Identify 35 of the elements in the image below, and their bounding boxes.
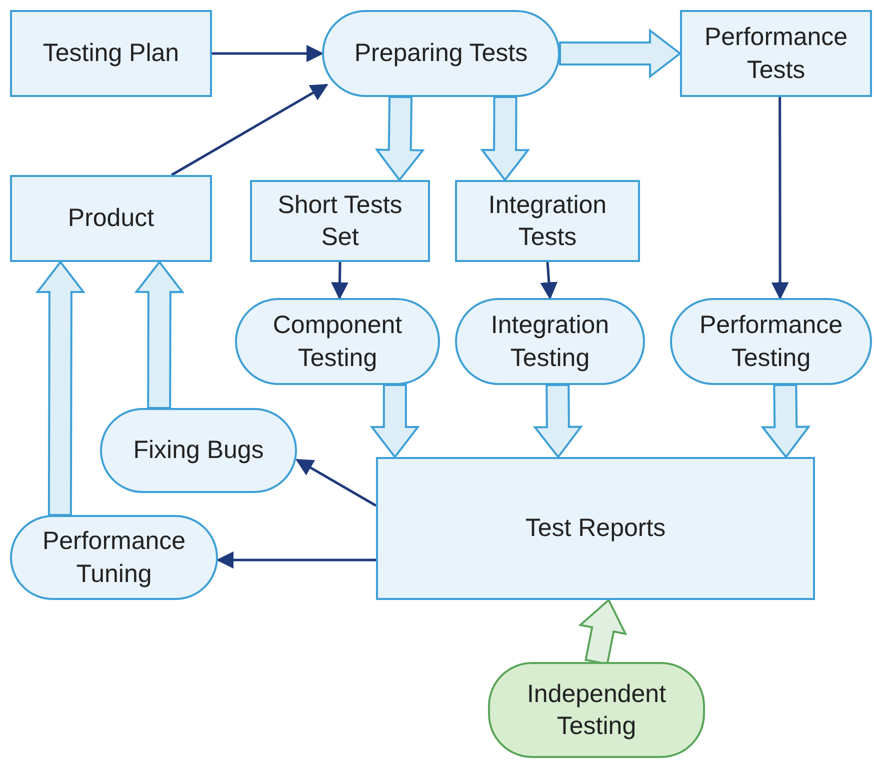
arrow	[212, 44, 324, 62]
node-label: Testing Plan	[42, 38, 180, 70]
process-box	[10, 175, 212, 262]
node-label: Integration Tests	[487, 190, 608, 253]
process-box	[250, 180, 430, 262]
block-arrow	[760, 384, 811, 459]
block-arrow	[134, 260, 184, 410]
node-label: Independent Testing	[526, 678, 668, 742]
block-arrow	[480, 96, 530, 182]
block-arrow	[532, 384, 583, 459]
node-label: Component Testing	[272, 310, 404, 374]
process-box	[680, 10, 872, 97]
process-box	[10, 10, 212, 97]
arrow	[170, 84, 328, 176]
node-label: Product	[68, 203, 154, 234]
node-label: Integration Testing	[490, 310, 610, 374]
arrow	[331, 262, 348, 300]
node-label: Preparing Tests	[354, 38, 528, 70]
arrow	[295, 458, 377, 507]
arrow	[771, 97, 789, 300]
arrow	[540, 262, 558, 300]
process-pill	[322, 10, 560, 97]
arrow	[216, 551, 376, 569]
node-label: Test Reports	[525, 513, 666, 544]
node-label: Performance Testing	[698, 310, 844, 374]
node-label: Performance Tests	[703, 22, 849, 86]
node-label: Performance Tuning	[41, 526, 187, 590]
block-arrow	[374, 96, 425, 182]
node-label: Short Tests Set	[276, 190, 404, 253]
block-arrow	[35, 260, 86, 516]
process-box	[455, 180, 640, 262]
block-arrow	[370, 384, 420, 459]
process-box	[376, 457, 815, 600]
node-label: Fixing Bugs	[133, 435, 264, 466]
block-arrow	[559, 28, 682, 79]
